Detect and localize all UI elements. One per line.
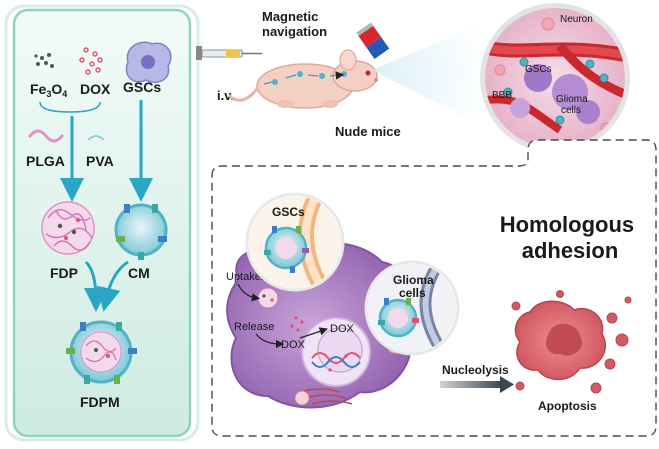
nude-mouse-illustration bbox=[228, 49, 378, 109]
fdp-label: FDP bbox=[50, 265, 78, 281]
fdp-nanoparticle-icon bbox=[41, 201, 95, 255]
injection-scene: i.v. Magnetic navigation bbox=[196, 9, 490, 139]
zoom-beam bbox=[372, 20, 490, 130]
glioma-brain-label: Glioma cells bbox=[556, 94, 590, 116]
neuron-label: Neuron bbox=[560, 14, 593, 25]
arrow-fdp-to-fdpm bbox=[83, 260, 108, 312]
glioma-cells-inset: Glioma cells bbox=[364, 260, 460, 356]
apoptosis-label: Apoptosis bbox=[538, 399, 597, 413]
gscs-inset: GSCs bbox=[245, 192, 345, 292]
dox-nucleus-arrow bbox=[299, 327, 328, 339]
iv-label: i.v. bbox=[217, 88, 234, 103]
gscs-source-label: GSCs bbox=[123, 79, 161, 95]
magnetic-navigation-label: Magnetic navigation bbox=[262, 9, 327, 39]
gsc-cell-icon bbox=[125, 41, 172, 84]
nucleolysis-label: Nucleolysis bbox=[442, 363, 509, 377]
cm-vesicle-icon bbox=[114, 203, 168, 260]
fdpm-label: FDPM bbox=[80, 394, 120, 410]
pva-polymer-icon bbox=[87, 135, 105, 141]
nucleolysis-arrow-head bbox=[500, 376, 514, 393]
syringe-icon bbox=[196, 46, 262, 60]
release-arrow bbox=[255, 333, 285, 349]
uptaken-label: Uptaken bbox=[226, 271, 267, 283]
nucleolysis-arrow-shaft bbox=[440, 381, 502, 388]
gscs-inset-label: GSCs bbox=[272, 205, 305, 219]
arrow-cm-to-fdpm bbox=[96, 260, 129, 312]
dox-nucleus-label: DOX bbox=[330, 323, 355, 335]
glioma-inset-label: Glioma cells bbox=[393, 273, 437, 300]
gscs-brain-label: GSCs bbox=[525, 64, 552, 75]
uptaken-arrow bbox=[237, 283, 261, 302]
apoptotic-cell-icon bbox=[511, 290, 632, 394]
pva-label: PVA bbox=[86, 153, 114, 169]
release-label: Release bbox=[234, 321, 274, 333]
synthesis-panel: Fe3O4 DOX GSCs PLGA PVA bbox=[4, 4, 200, 442]
mix-bracket bbox=[39, 101, 101, 113]
magnet-icon bbox=[356, 22, 390, 59]
nude-mice-label: Nude mice bbox=[335, 124, 401, 139]
plga-polymer-icon bbox=[28, 129, 64, 143]
mechanism-panel: Homologous adhesion Upta bbox=[211, 139, 657, 437]
brain-vessel-zoom: Neuron GSCs BBB Glioma cells bbox=[480, 3, 630, 153]
homologous-adhesion-label: Homologous adhesion bbox=[500, 212, 641, 263]
dox-source-label: DOX bbox=[80, 81, 111, 97]
dox-particles-icon bbox=[79, 47, 103, 75]
plga-label: PLGA bbox=[26, 153, 65, 169]
bbb-label: BBB bbox=[492, 90, 512, 101]
fe3o4-label: Fe3O4 bbox=[30, 81, 67, 99]
fe3o4-particles-icon bbox=[34, 53, 54, 68]
dox-cytoplasm-label: DOX bbox=[281, 339, 306, 351]
fdpm-nanoparticle-icon bbox=[66, 320, 137, 384]
cm-label: CM bbox=[128, 265, 150, 281]
